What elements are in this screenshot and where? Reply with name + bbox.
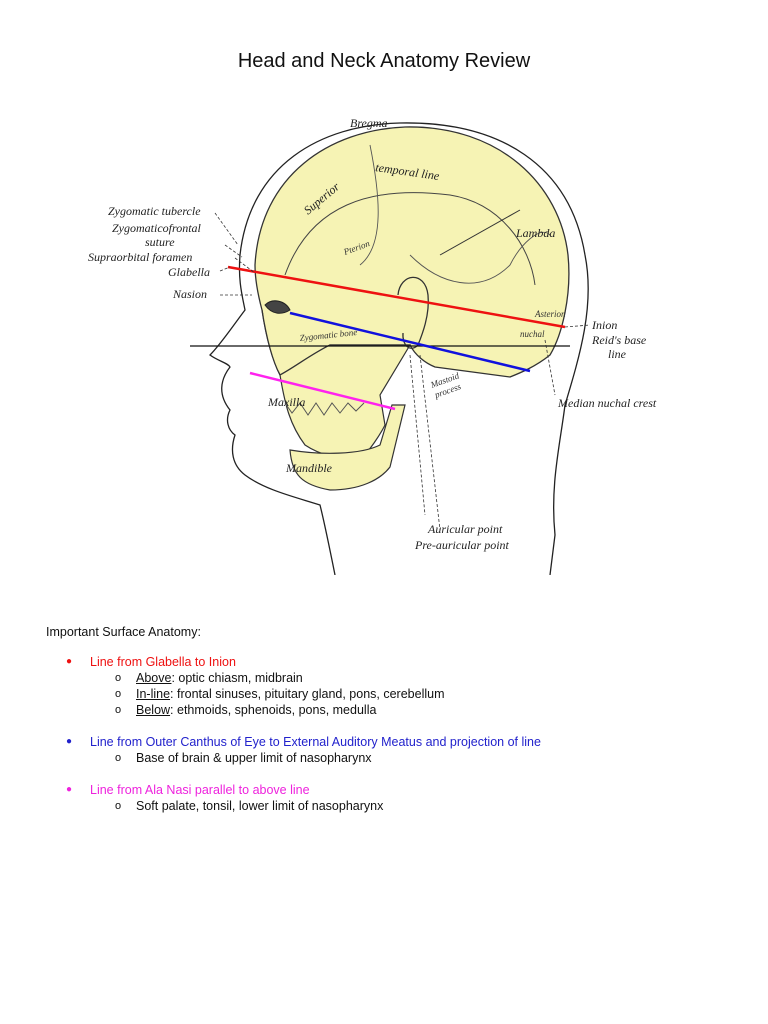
label-auricular-point: Auricular point: [427, 522, 503, 536]
note-title: Line from Glabella to Inion: [90, 655, 236, 669]
note-sub-text: : optic chiasm, midbrain: [171, 671, 303, 685]
lambda-line: [439, 209, 521, 256]
circle-bullet-icon: o: [115, 704, 122, 716]
note-group-canthus-meatus: ● Line from Outer Canthus of Eye to Exte…: [46, 734, 746, 766]
eye: [264, 300, 291, 314]
label-lambda: Lambda: [515, 226, 555, 240]
bullet-icon: ●: [66, 656, 73, 667]
label-supraorbital-foramen: Supraorbital foramen: [88, 250, 192, 264]
label-bregma: Bregma: [350, 116, 388, 130]
note-sub-key: In-line: [136, 687, 171, 701]
notes-heading: Important Surface Anatomy:: [46, 625, 201, 639]
circle-bullet-icon: o: [115, 800, 122, 812]
ear: [397, 276, 429, 349]
note-item: ● Line from Ala Nasi parallel to above l…: [46, 782, 746, 798]
note-sub-text: Base of brain & upper limit of nasophary…: [136, 751, 372, 765]
note-sub-key: Below: [136, 703, 171, 717]
label-glabella: Glabella: [168, 265, 210, 279]
label-zygomaticofrontal: Zygomaticofrontal: [112, 221, 202, 235]
note-item: ● Line from Outer Canthus of Eye to Exte…: [46, 734, 746, 750]
circle-bullet-icon: o: [115, 752, 122, 764]
bullet-icon: ●: [66, 784, 73, 795]
note-sub-item: o Base of brain & upper limit of nasopha…: [46, 750, 746, 766]
label-suture: suture: [145, 235, 175, 249]
teeth: [284, 402, 365, 416]
page-title: Head and Neck Anatomy Review: [237, 50, 531, 72]
label-reids-base: Reid's base: [591, 333, 647, 347]
suture-line: [359, 144, 551, 284]
note-sub-text: : ethmoids, sphenoids, pons, medulla: [170, 703, 377, 717]
note-sub-item: o Soft palate, tonsil, lower limit of na…: [46, 798, 746, 814]
note-sub-item: o Above: optic chiasm, midbrain: [46, 670, 746, 686]
note-group-ala-nasi: ● Line from Ala Nasi parallel to above l…: [46, 782, 746, 814]
note-title: Line from Ala Nasi parallel to above lin…: [90, 783, 310, 797]
circle-bullet-icon: o: [115, 672, 122, 684]
note-group-glabella-inion: ● Line from Glabella to Inion o Above: o…: [46, 654, 746, 718]
note-sub-item: o Below: ethmoids, sphenoids, pons, medu…: [46, 702, 746, 718]
label-line: line: [608, 347, 627, 361]
label-zygomatic-tubercle: Zygomatic tubercle: [108, 204, 201, 218]
mandible: [289, 404, 406, 491]
note-sub-key: Above: [136, 671, 172, 685]
label-pre-auricular-point: Pre-auricular point: [414, 538, 510, 552]
note-title: Line from Outer Canthus of Eye to Extern…: [90, 735, 541, 749]
head-outline: [239, 122, 589, 575]
note-sub-item: o In-line: frontal sinuses, pituitary gl…: [46, 686, 746, 702]
label-nuchal: nuchal: [520, 329, 545, 339]
leader-lines: [214, 212, 591, 531]
ala-nasi-line: [249, 371, 396, 411]
note-item: ● Line from Glabella to Inion: [46, 654, 746, 670]
bullet-icon: ●: [66, 736, 73, 747]
surface-anatomy-notes: Important Surface Anatomy: ● Line from G…: [46, 624, 746, 830]
canthus-meatus-line: [289, 311, 531, 373]
head-anatomy-figure: Bregma Superior temporal line Lambda Pte…: [88, 116, 657, 575]
label-median-nuchal-crest: Median nuchal crest: [557, 396, 657, 410]
label-asterion: Asterion: [534, 309, 566, 319]
note-sub-text: Soft palate, tonsil, lower limit of naso…: [136, 799, 384, 813]
circle-bullet-icon: o: [115, 688, 122, 700]
label-inion: Inion: [591, 318, 617, 332]
glabella-inion-line: [227, 265, 566, 329]
label-mandible: Mandible: [285, 461, 333, 475]
label-maxilla: Maxilla: [267, 395, 305, 409]
note-sub-text: : frontal sinuses, pituitary gland, pons…: [170, 687, 445, 701]
temporal-line: [284, 192, 536, 286]
face-profile: [209, 254, 336, 575]
label-nasion: Nasion: [172, 287, 207, 301]
